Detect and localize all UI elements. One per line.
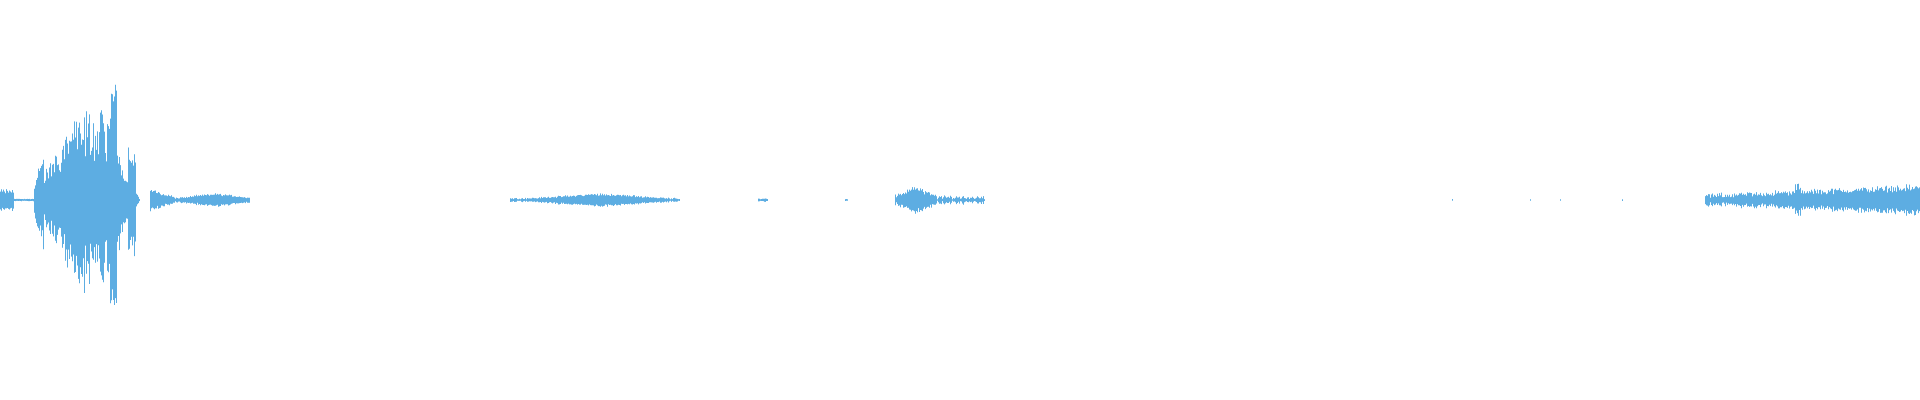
waveform-path <box>0 84 1920 305</box>
